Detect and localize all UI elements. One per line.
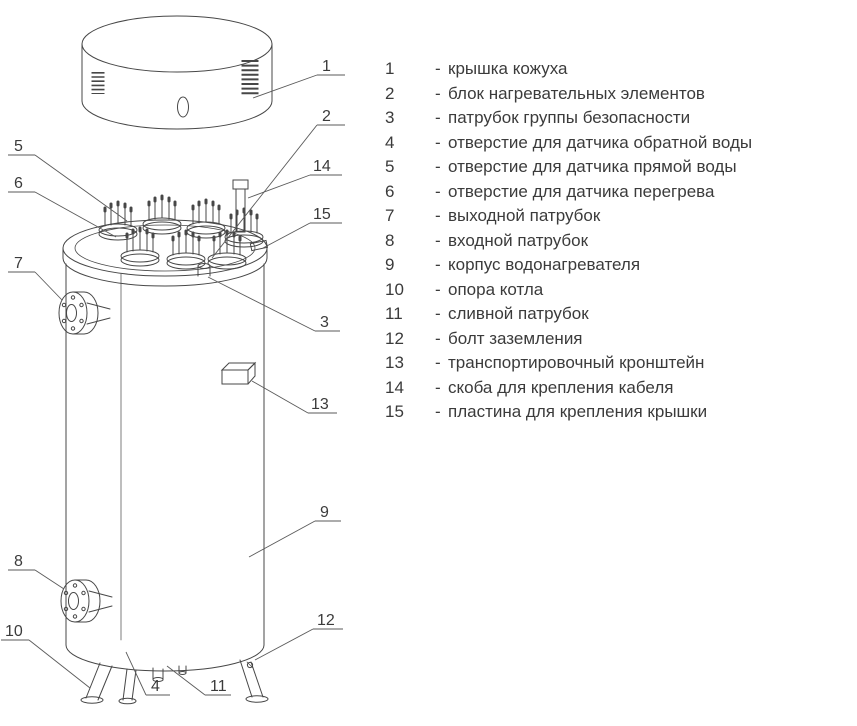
legend-item-number: 14 — [385, 377, 404, 397]
legend-item-label: сливной патрубок — [448, 304, 589, 323]
legend-item: 3 - патрубок группы безопасности — [385, 106, 855, 131]
legend-item-dash: - — [435, 328, 441, 348]
callout-leaders — [1, 74, 345, 696]
legend-item: 13 - транспортировочный кронштейн — [385, 351, 855, 376]
legend-item-label: скоба для крепления кабеля — [448, 377, 674, 397]
legend-item-dash: - — [435, 181, 441, 201]
callout-9: 9 — [320, 504, 329, 521]
legend-item: 12 - болт заземления — [385, 327, 855, 352]
legend-item-number: 15 — [385, 402, 404, 421]
legend-item: 8 - входной патрубок — [385, 229, 855, 254]
legend-item-dash: - — [435, 353, 441, 372]
legend-item-label: выходной патрубок — [448, 206, 601, 225]
legend-item-label: пластина для крепления крышки — [448, 402, 708, 421]
legend-item-label: отверстие для датчика обратной воды — [448, 132, 753, 152]
legend-item-dash: - — [435, 279, 441, 299]
legend-item-number: 11 — [385, 304, 403, 323]
legend-item: 4 - отверстие для датчика обратной воды — [385, 131, 855, 156]
outlet-flange — [58, 291, 111, 335]
legend-item-number: 9 — [385, 255, 395, 274]
callout-5: 5 — [14, 138, 23, 155]
inlet-flange — [60, 579, 113, 623]
legend-item-label: патрубок группы безопасности — [448, 108, 691, 127]
legend-item-dash: - — [435, 402, 441, 421]
transport-bracket — [220, 361, 257, 385]
legend-item-number: 2 — [385, 83, 395, 103]
legend-item-label: корпус водонагревателя — [448, 255, 641, 274]
legend-item: 14 - скоба для крепления кабеля — [385, 376, 855, 401]
callout-14: 14 — [313, 158, 331, 175]
legend-item-label: блок нагревательных элементов — [448, 83, 705, 103]
legend-item: 9 - корпус водонагревателя — [385, 253, 855, 278]
legend-item-label: входной патрубок — [448, 230, 589, 250]
callout-10: 10 — [5, 623, 23, 640]
legend-item-dash: - — [435, 83, 441, 103]
callout-2: 2 — [322, 108, 331, 125]
legend-item: 7 - выходной патрубок — [385, 204, 855, 229]
legend-item-number: 3 — [385, 108, 395, 127]
legend-item: 10 - опора котла — [385, 278, 855, 303]
safety-group-pipe — [197, 263, 211, 277]
legend-item-label: отверстие для датчика перегрева — [448, 181, 715, 201]
tank-body — [62, 219, 268, 672]
drain-fittings — [152, 665, 187, 682]
legend-item-number: 13 — [385, 353, 404, 372]
legend-item-number: 12 — [385, 328, 404, 348]
grounding-bolt — [246, 661, 254, 669]
callout-6: 6 — [14, 175, 23, 192]
legend-item-dash: - — [435, 59, 441, 78]
legend-item: 11 - сливной патрубок — [385, 302, 855, 327]
legend-item-dash: - — [435, 206, 441, 225]
legend-item-number: 6 — [385, 181, 395, 201]
legend-item-number: 7 — [385, 206, 395, 225]
cover-fixing-plate — [249, 239, 269, 252]
vent-grilles — [91, 60, 259, 95]
callout-12: 12 — [317, 612, 335, 629]
callout-7: 7 — [14, 255, 23, 272]
legend-item-number: 5 — [385, 157, 395, 176]
callout-11: 11 — [210, 678, 227, 695]
legend-item-dash: - — [435, 230, 441, 250]
legend-item-dash: - — [435, 132, 441, 152]
legend-item-label: крышка кожуха — [448, 59, 568, 78]
legend-item: 5 - отверстие для датчика прямой воды — [385, 155, 855, 180]
legend-item-label: болт заземления — [448, 328, 583, 348]
legend-item-dash: - — [435, 255, 441, 274]
legend-item: 1 - крышка кожуха — [385, 57, 855, 82]
legend-item-label: транспортировочный кронштейн — [448, 353, 705, 372]
legend-list: 1 - крышка кожуха 2 - блок нагревательны… — [385, 57, 855, 425]
callout-3: 3 — [320, 314, 329, 331]
callout-15: 15 — [313, 206, 331, 223]
legend-item-label: опора котла — [448, 279, 544, 299]
water-heater-diagram: 1 2 14 15 3 13 9 12 5 6 7 8 10 4 11 — [1, 15, 345, 705]
legend-item: 6 - отверстие для датчика перегрева — [385, 180, 855, 205]
legend-item-dash: - — [435, 377, 441, 397]
legend-item-dash: - — [435, 108, 441, 127]
legend-item: 15 - пластина для крепления крышки — [385, 400, 855, 425]
callout-numbers: 1 2 14 15 3 13 9 12 5 6 7 8 10 4 11 — [5, 58, 335, 695]
legend-item-label: отверстие для датчика прямой воды — [448, 157, 737, 176]
legend-item-dash: - — [435, 157, 441, 176]
legend-item-number: 4 — [385, 132, 395, 152]
legend-item-number: 8 — [385, 230, 395, 250]
cable-bracket — [232, 179, 249, 233]
callout-8: 8 — [14, 553, 23, 570]
legend-item-number: 10 — [385, 279, 404, 299]
callout-4: 4 — [151, 678, 160, 695]
callout-13: 13 — [311, 396, 329, 413]
legend-item: 2 - блок нагревательных элементов — [385, 82, 855, 107]
legend-item-number: 1 — [385, 59, 395, 78]
callout-1: 1 — [322, 58, 331, 75]
legend-item-dash: - — [435, 304, 441, 323]
cap — [81, 15, 273, 130]
